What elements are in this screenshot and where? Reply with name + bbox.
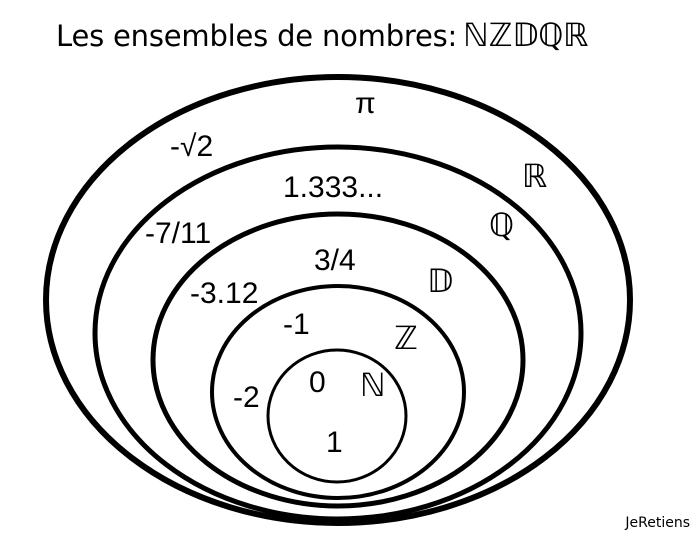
set-decimals-boundary bbox=[150, 211, 526, 509]
reals-symbol: ℝ bbox=[522, 157, 547, 195]
title-set-symbols: ℕℤ𝔻ℚℝ bbox=[463, 16, 589, 54]
title-text: Les ensembles de nombres: bbox=[56, 19, 458, 53]
reals-element-pi: π bbox=[355, 87, 376, 120]
set-integers-boundary bbox=[210, 284, 466, 500]
naturals-element-0: 0 bbox=[309, 366, 326, 399]
credit-watermark: JeRetiens bbox=[625, 515, 690, 531]
rationals-element-minus-7-11: -7/11 bbox=[145, 217, 211, 250]
page-title: Les ensembles de nombres:ℕℤ𝔻ℚℝ bbox=[56, 16, 589, 54]
reals-element-minus-sqrt2: -√2 bbox=[170, 130, 213, 163]
set-rationals-boundary bbox=[92, 144, 584, 522]
rationals-symbol: ℚ bbox=[489, 206, 514, 244]
decimals-element-3-4: 3/4 bbox=[314, 244, 356, 277]
decimals-symbol: 𝔻 bbox=[427, 262, 453, 300]
integers-element-minus-2: -2 bbox=[233, 381, 260, 414]
set-naturals-boundary bbox=[266, 348, 408, 484]
integers-element-minus-1: -1 bbox=[283, 308, 310, 341]
set-reals-boundary bbox=[43, 74, 633, 526]
decimals-element-minus-3-12: -3.12 bbox=[190, 277, 258, 310]
naturals-symbol: ℕ bbox=[360, 366, 386, 404]
rationals-element-1-333: 1.333... bbox=[283, 171, 383, 204]
integers-symbol: ℤ bbox=[394, 319, 418, 357]
naturals-element-1: 1 bbox=[326, 426, 343, 459]
